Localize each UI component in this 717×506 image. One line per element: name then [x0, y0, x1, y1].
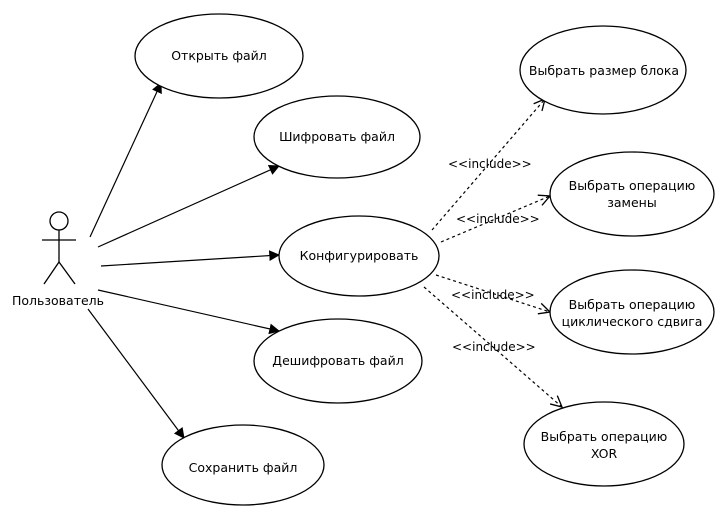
use-case-decrypt-file-label: Дешифровать файл: [272, 353, 403, 368]
use-case-configure-label: Конфигурировать: [300, 248, 419, 263]
association-configure: [100, 250, 281, 267]
use-case-shift-operation: Выбрать операцию циклического сдвига: [549, 269, 715, 355]
use-case-save-file: Сохранить файл: [161, 424, 325, 506]
use-case-shift-operation-line-2: циклического сдвига: [562, 314, 703, 329]
use-case-configure: Конфигурировать: [278, 215, 440, 297]
include-line-block-size: [431, 99, 545, 231]
use-case-open-file-label: Открыть файл: [171, 48, 267, 63]
use-case-replace-operation: Выбрать операцию замены: [549, 151, 715, 237]
include-line-xor: [423, 286, 562, 407]
use-case-encrypt-file-label: Шифровать файл: [279, 129, 395, 144]
use-case-open-file: Открыть файл: [134, 13, 304, 99]
include-line-replace: [440, 196, 550, 243]
include-label-shift: <<include>>: [451, 288, 535, 302]
use-case-shift-operation-line-1: Выбрать операцию: [569, 297, 696, 312]
use-case-replace-operation-line-1: Выбрать операцию: [569, 178, 696, 193]
use-case-xor-operation-line-1: Выбрать операцию: [541, 429, 668, 444]
use-case-save-file-label: Сохранить файл: [189, 460, 298, 475]
include-label-xor: <<include>>: [452, 340, 536, 354]
actor: Пользователь: [12, 211, 104, 308]
use-case-block-size: Выбрать размер блока: [519, 25, 687, 115]
use-case-encrypt-file: Шифровать файл: [253, 95, 421, 179]
association-save-file: [87, 308, 185, 439]
stick-figure-icon: [42, 211, 76, 285]
use-case-decrypt-file: Дешифровать файл: [253, 318, 423, 404]
use-case-block-size-label: Выбрать размер блока: [529, 63, 679, 78]
use-case-xor-operation-line-2: XOR: [591, 446, 618, 461]
include-label-block-size: <<include>>: [448, 157, 532, 171]
use-case-xor-operation: Выбрать операцию XOR: [523, 401, 685, 487]
association-encrypt-file: [97, 165, 280, 248]
use-case-replace-operation-line-2: замены: [607, 195, 656, 210]
association-decrypt-file: [97, 289, 281, 335]
actor-label: Пользователь: [12, 293, 104, 308]
include-label-replace: <<include>>: [456, 212, 540, 226]
include-line-shift: [435, 274, 550, 312]
association-open-file: [89, 82, 162, 238]
